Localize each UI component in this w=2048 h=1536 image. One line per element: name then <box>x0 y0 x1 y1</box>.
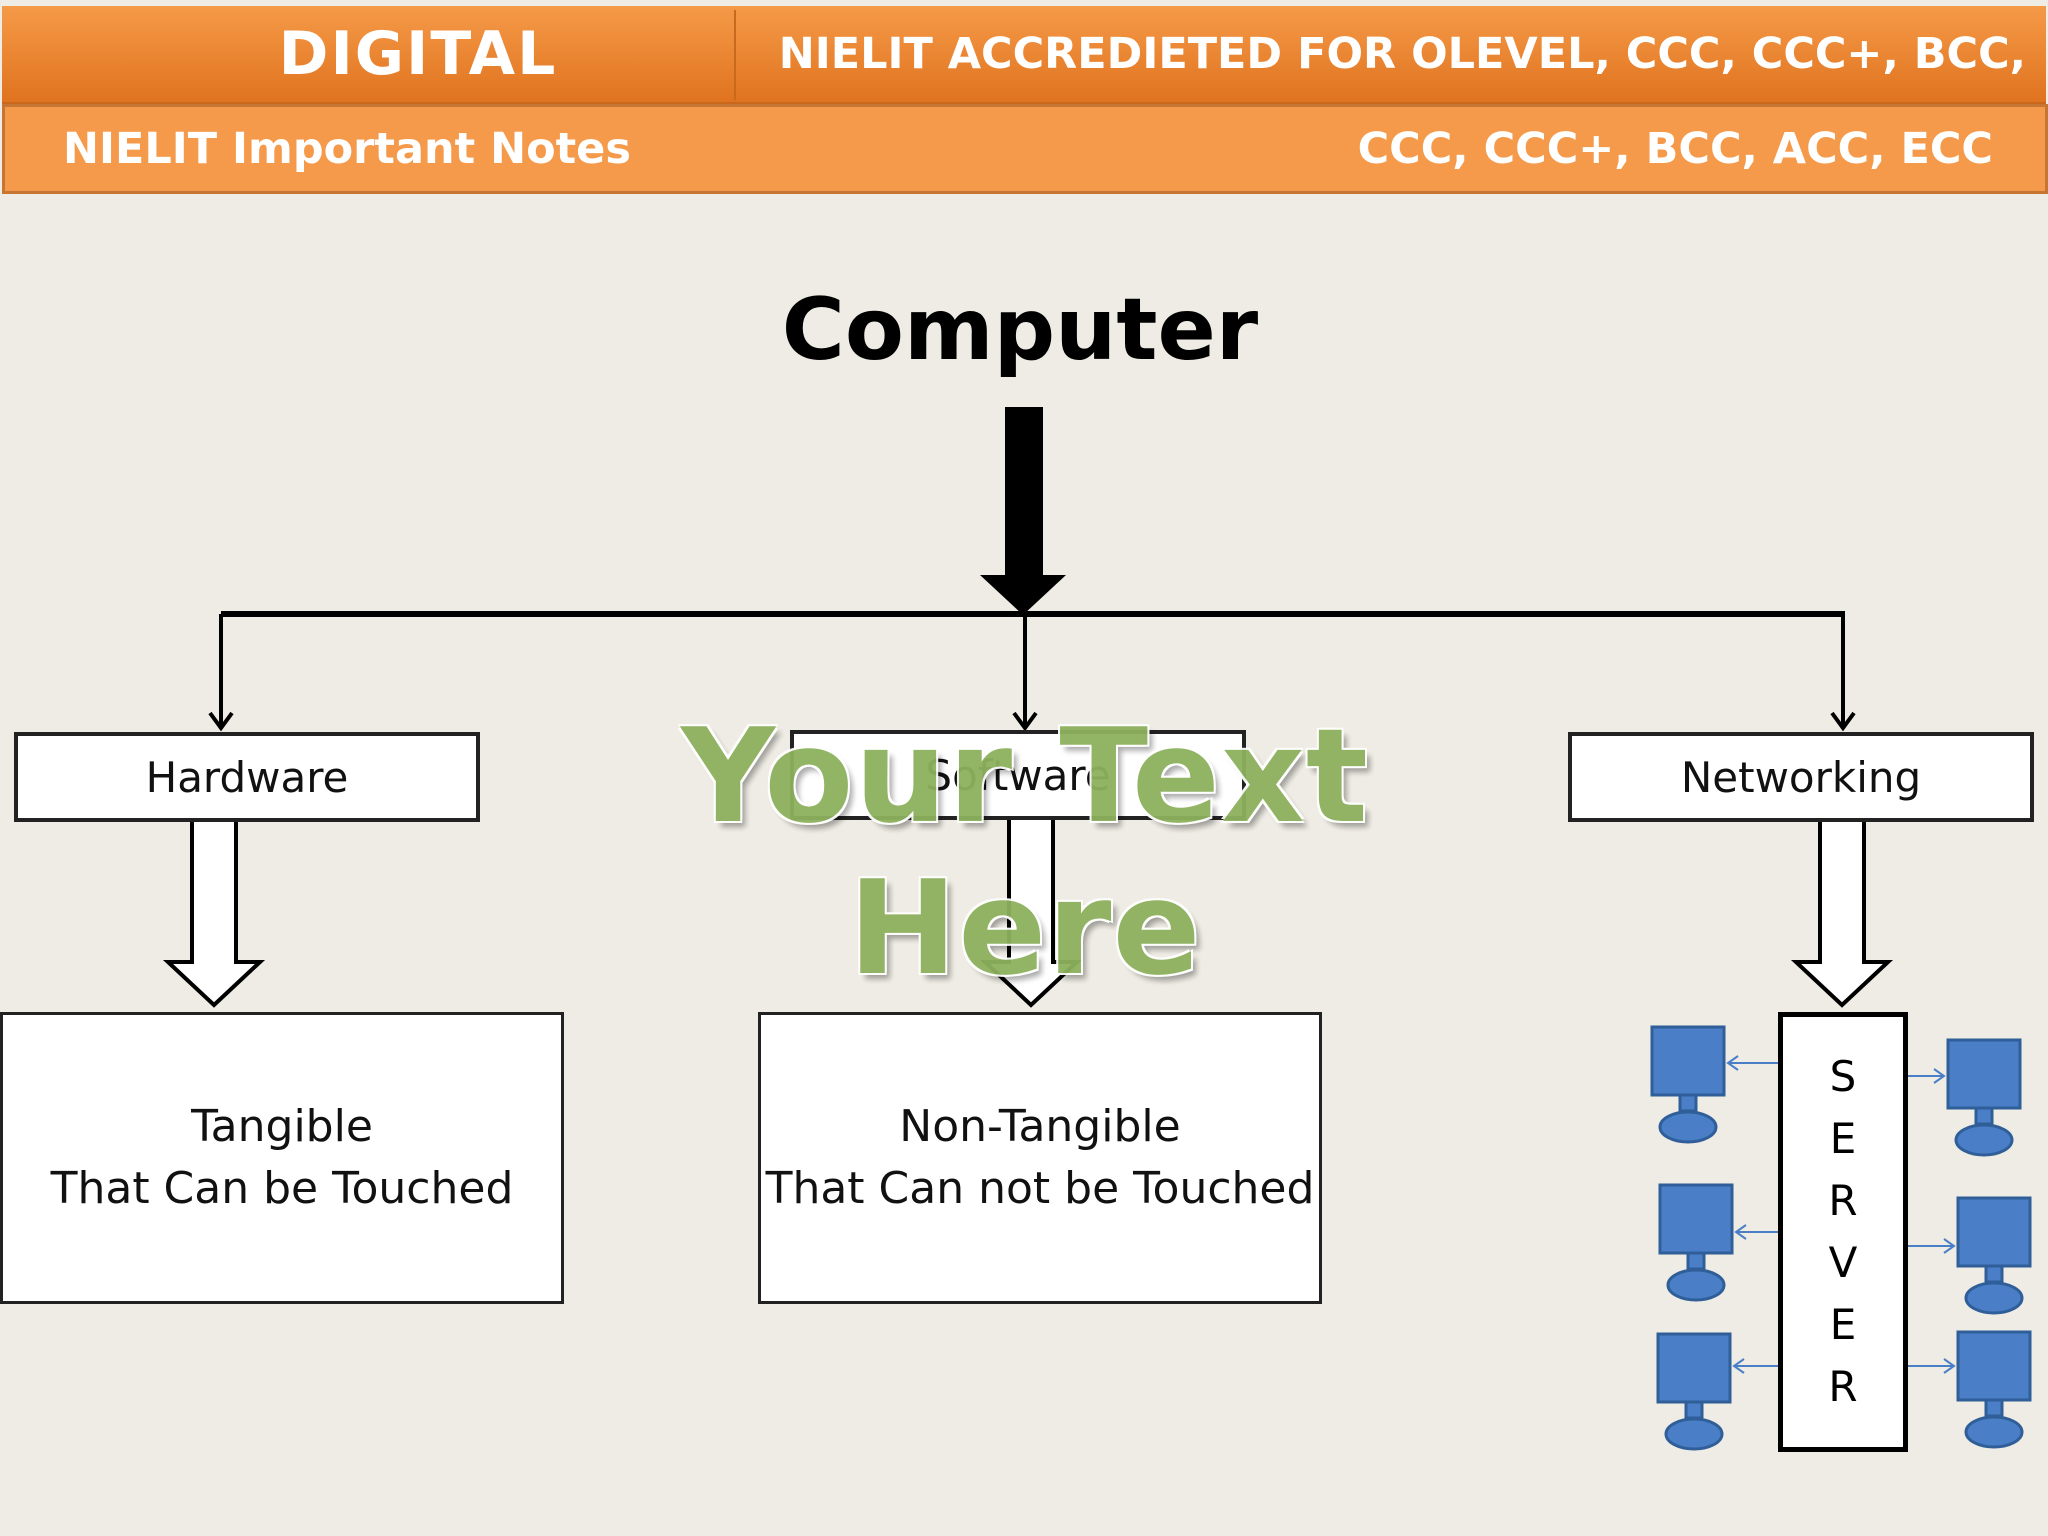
networking-connector-head <box>1830 711 1856 732</box>
hardware-desc-line1: Tangible <box>191 1101 373 1152</box>
computer-icon <box>1650 1025 1726 1144</box>
software-desc-line2: That Can not be Touched <box>765 1163 1315 1214</box>
subheader-left: NIELIT Important Notes <box>63 124 631 174</box>
subheader-right: CCC, CCC+, BCC, ACC, ECC <box>1357 124 1993 174</box>
server-box: S E R V E R <box>1778 1012 1908 1452</box>
server-letter: E <box>1829 1114 1857 1163</box>
software-label: Software <box>925 750 1111 800</box>
computer-icon <box>1658 1183 1734 1302</box>
hardware-node: Hardware <box>14 732 480 822</box>
computer-icon <box>1956 1196 2032 1315</box>
hardware-description: Tangible That Can be Touched <box>0 1012 564 1304</box>
computer-icon <box>1946 1038 2022 1157</box>
root-down-arrow <box>980 407 1066 615</box>
hardware-desc-line2: That Can be Touched <box>50 1163 514 1214</box>
watermark-text: Your Text Here <box>680 700 1369 1004</box>
networking-label: Networking <box>1680 752 1922 802</box>
network-link-arrows <box>1726 1055 1956 1374</box>
hardware-block-arrow <box>162 818 266 1008</box>
software-description: Non-Tangible That Can not be Touched <box>758 1012 1322 1304</box>
hardware-label: Hardware <box>145 752 349 802</box>
hardware-connector-head <box>208 711 234 732</box>
server-letter: S <box>1829 1052 1857 1101</box>
software-connector-head <box>1012 711 1038 732</box>
header-divider <box>734 10 736 100</box>
server-letter: R <box>1828 1362 1858 1411</box>
software-desc-line1: Non-Tangible <box>899 1101 1181 1152</box>
network-computers <box>1650 1025 2032 1451</box>
software-block-arrow <box>979 813 1083 1008</box>
server-letter: R <box>1828 1176 1858 1225</box>
computer-icon <box>1956 1330 2032 1449</box>
computer-icon <box>1656 1332 1732 1451</box>
software-node: Software <box>790 730 1246 820</box>
server-letter: E <box>1829 1300 1857 1349</box>
server-letter: V <box>1828 1238 1858 1287</box>
networking-node: Networking <box>1568 732 2034 822</box>
networking-block-arrow <box>1790 818 1894 1008</box>
subheader-bar: NIELIT Important Notes CCC, CCC+, BCC, A… <box>2 104 2048 194</box>
root-node-title: Computer <box>781 280 1259 380</box>
